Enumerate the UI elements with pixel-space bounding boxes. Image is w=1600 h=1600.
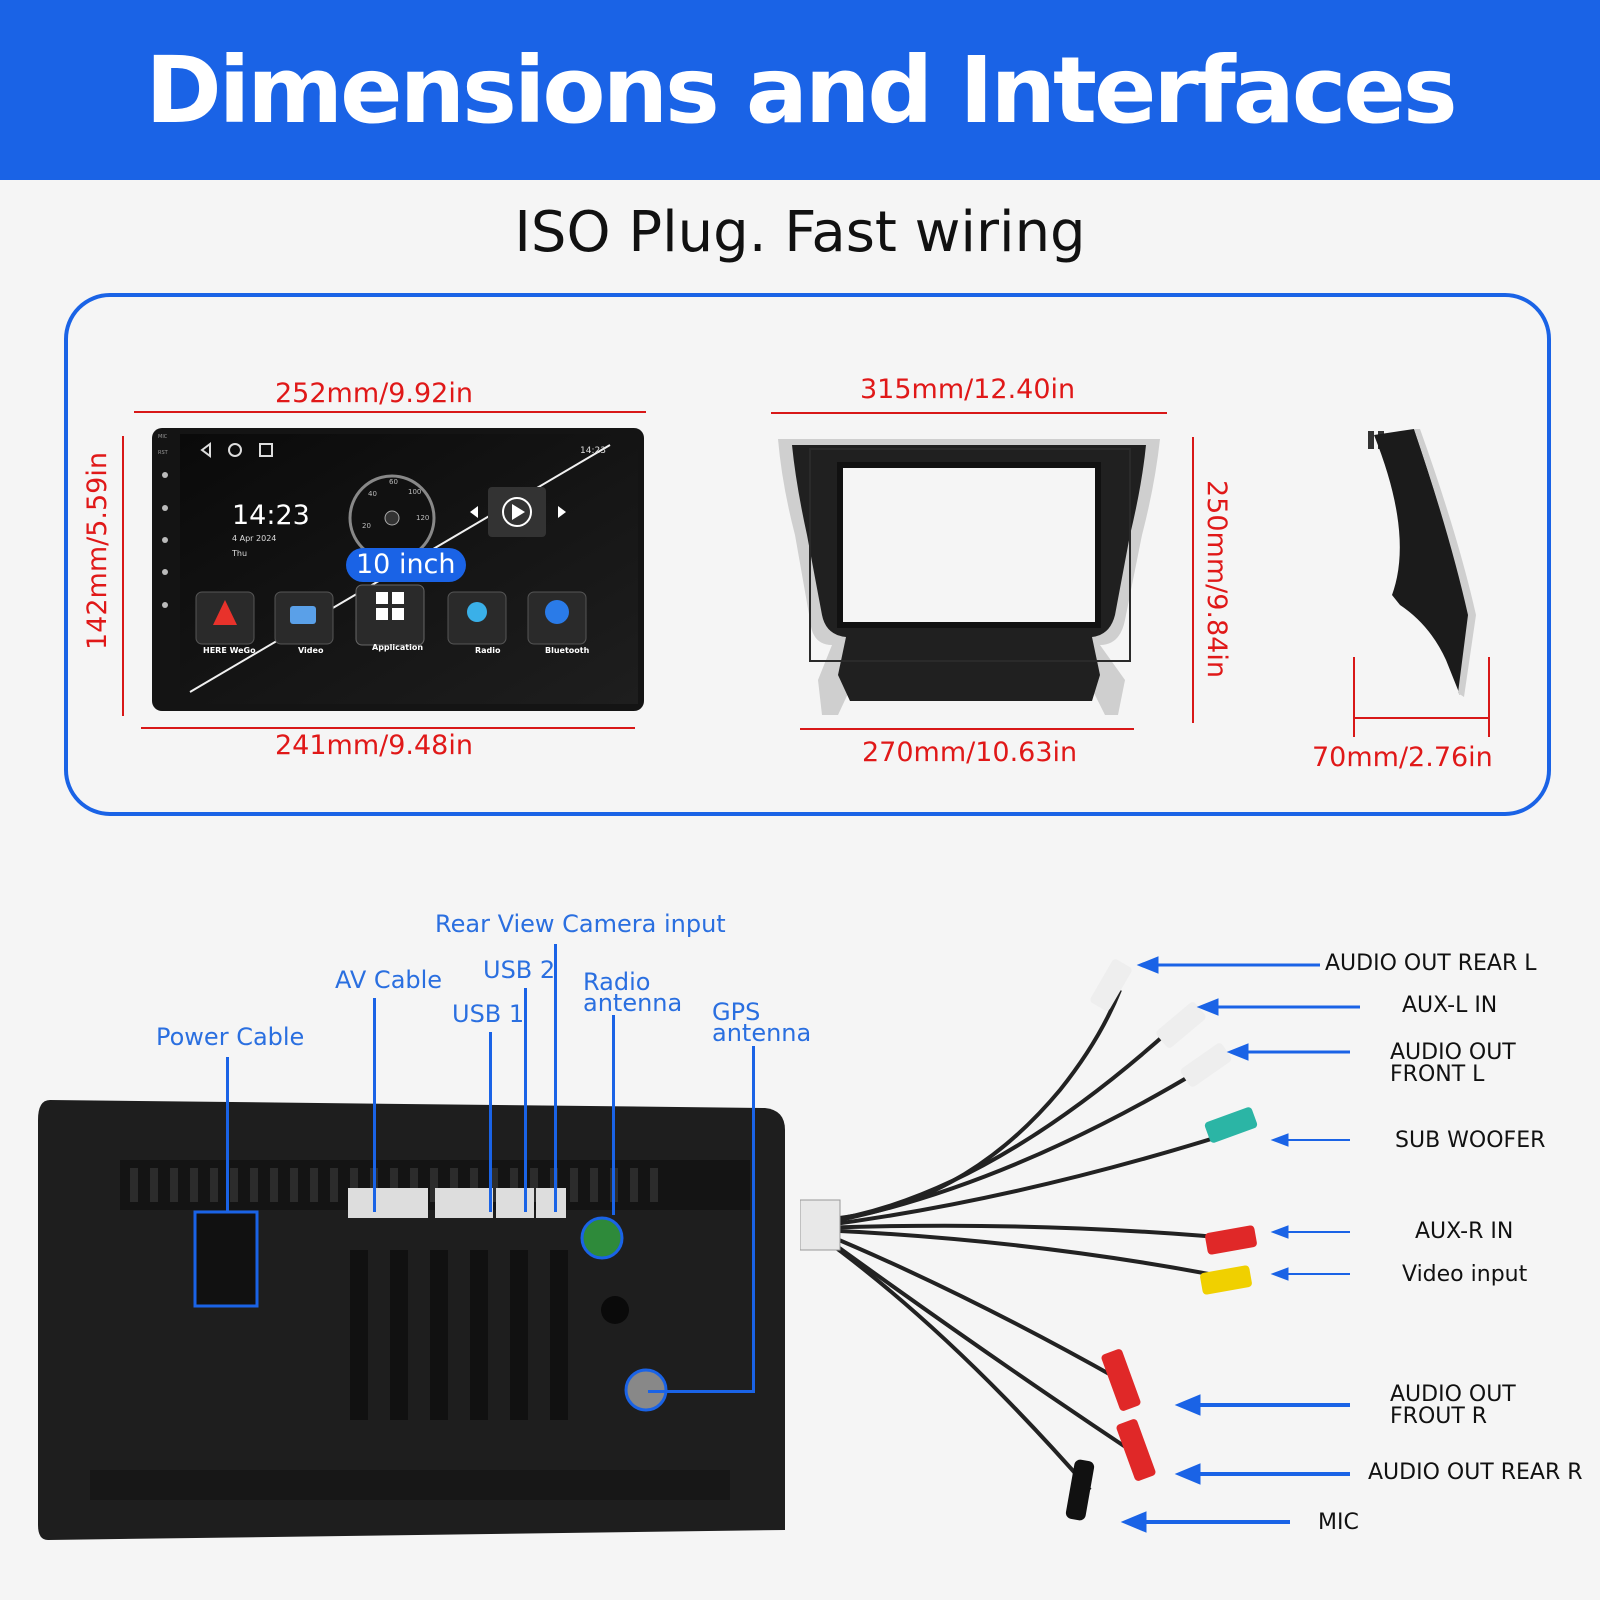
power-cable-line: [226, 1057, 229, 1212]
gps-antenna-line1: GPS: [712, 998, 761, 1026]
screen-clock: 14:23: [232, 500, 310, 531]
svg-text:120: 120: [416, 514, 429, 522]
app-label-here-wego: HERE WeGo: [203, 646, 256, 655]
bracket-depth-label: 70mm/2.76in: [1312, 742, 1493, 773]
page-subtitle: ISO Plug. Fast wiring: [514, 200, 1086, 265]
harness-arrows: [1120, 956, 1360, 1533]
gps-antenna-line: [752, 1046, 755, 1392]
app-label-application: Application: [372, 643, 424, 652]
audio-out-front-r-line2: FROUT R: [1390, 1404, 1488, 1429]
av-cable-callout: AV Cable: [335, 966, 443, 994]
app-label-video: Video: [298, 646, 324, 655]
aux-l-in-label: AUX-L IN: [1402, 993, 1498, 1018]
unit-top-dimension-line: [134, 411, 646, 413]
rear-panel-image: [38, 1100, 785, 1540]
bracket-right-tick: [1488, 657, 1490, 737]
frame-top-dimension-line: [771, 412, 1167, 414]
rst-side-label: RST: [158, 450, 169, 456]
radio-antenna-line1: Radio: [583, 968, 651, 996]
title-banner: Dimensions and Interfaces: [0, 0, 1600, 180]
unit-height-label: 142mm/5.59in: [82, 452, 113, 650]
radio-antenna-line: [612, 1015, 615, 1215]
av-cable-line: [373, 998, 376, 1212]
mic-side-label: MIC: [158, 434, 168, 440]
mic-label: MIC: [1318, 1510, 1359, 1535]
screen-day: Thu: [232, 549, 248, 558]
dash-frame-image: [778, 439, 1160, 715]
status-time: 14:23: [580, 446, 606, 456]
audio-out-front-r-label: AUDIO OUT FROUT R: [1390, 1384, 1516, 1428]
app-label-bluetooth: Bluetooth: [545, 646, 590, 655]
power-cable-callout: Power Cable: [156, 1023, 305, 1051]
svg-text:40: 40: [368, 490, 377, 498]
screen-date: 4 Apr 2024: [232, 534, 277, 543]
bracket-left-tick: [1353, 657, 1355, 737]
gps-antenna-callout: GPS antenna: [712, 998, 812, 1047]
wiring-harness-image: [800, 959, 1258, 1521]
radio-antenna-callout: Radio antenna: [583, 968, 683, 1017]
sub-woofer-label: SUB WOOFER: [1395, 1128, 1546, 1153]
svg-text:20: 20: [362, 522, 371, 530]
svg-text:100: 100: [408, 488, 421, 496]
gps-antenna-line2: antenna: [712, 1019, 812, 1047]
video-input-label: Video input: [1402, 1262, 1528, 1287]
bracket-dimension-line: [1355, 717, 1488, 719]
audio-out-front-r-line1: AUDIO OUT: [1390, 1382, 1516, 1407]
rear-camera-callout: Rear View Camera input: [435, 910, 726, 938]
frame-height-dimension-line: [1192, 437, 1194, 723]
frame-height-label: 250mm/9.84in: [1201, 480, 1232, 678]
audio-out-rear-l-label: AUDIO OUT REAR L: [1325, 951, 1537, 976]
unit-bottom-width-label: 241mm/9.48in: [275, 730, 473, 761]
svg-text:60: 60: [389, 478, 398, 486]
rear-camera-line: [554, 944, 557, 1212]
aux-r-in-label: AUX-R IN: [1415, 1219, 1514, 1244]
usb2-line: [524, 988, 527, 1212]
frame-bottom-dimension-line: [800, 728, 1134, 730]
frame-bottom-width-label: 270mm/10.63in: [862, 737, 1078, 768]
radio-antenna-line2: antenna: [583, 989, 683, 1017]
audio-out-front-l-label: AUDIO OUT FRONT L: [1390, 1042, 1516, 1086]
usb1-callout: USB 1: [452, 1000, 525, 1028]
frame-top-width-label: 315mm/12.40in: [860, 374, 1076, 405]
gps-antenna-horizontal-line: [648, 1390, 755, 1393]
audio-out-front-l-line1: AUDIO OUT: [1390, 1040, 1516, 1065]
usb1-line: [489, 1032, 492, 1212]
unit-top-width-label: 252mm/9.92in: [275, 378, 473, 409]
size-badge: 10 inch: [346, 548, 466, 582]
side-bracket-image: [1368, 429, 1476, 697]
audio-out-front-l-line2: FRONT L: [1390, 1062, 1485, 1087]
unit-height-dimension-line: [122, 436, 124, 716]
page-title: Dimensions and Interfaces: [145, 36, 1457, 144]
audio-out-rear-r-label: AUDIO OUT REAR R: [1368, 1460, 1583, 1485]
unit-bottom-dimension-line: [141, 727, 635, 729]
app-label-radio: Radio: [475, 646, 501, 655]
dimensions-panel: [64, 293, 1551, 816]
usb2-callout: USB 2: [483, 956, 556, 984]
